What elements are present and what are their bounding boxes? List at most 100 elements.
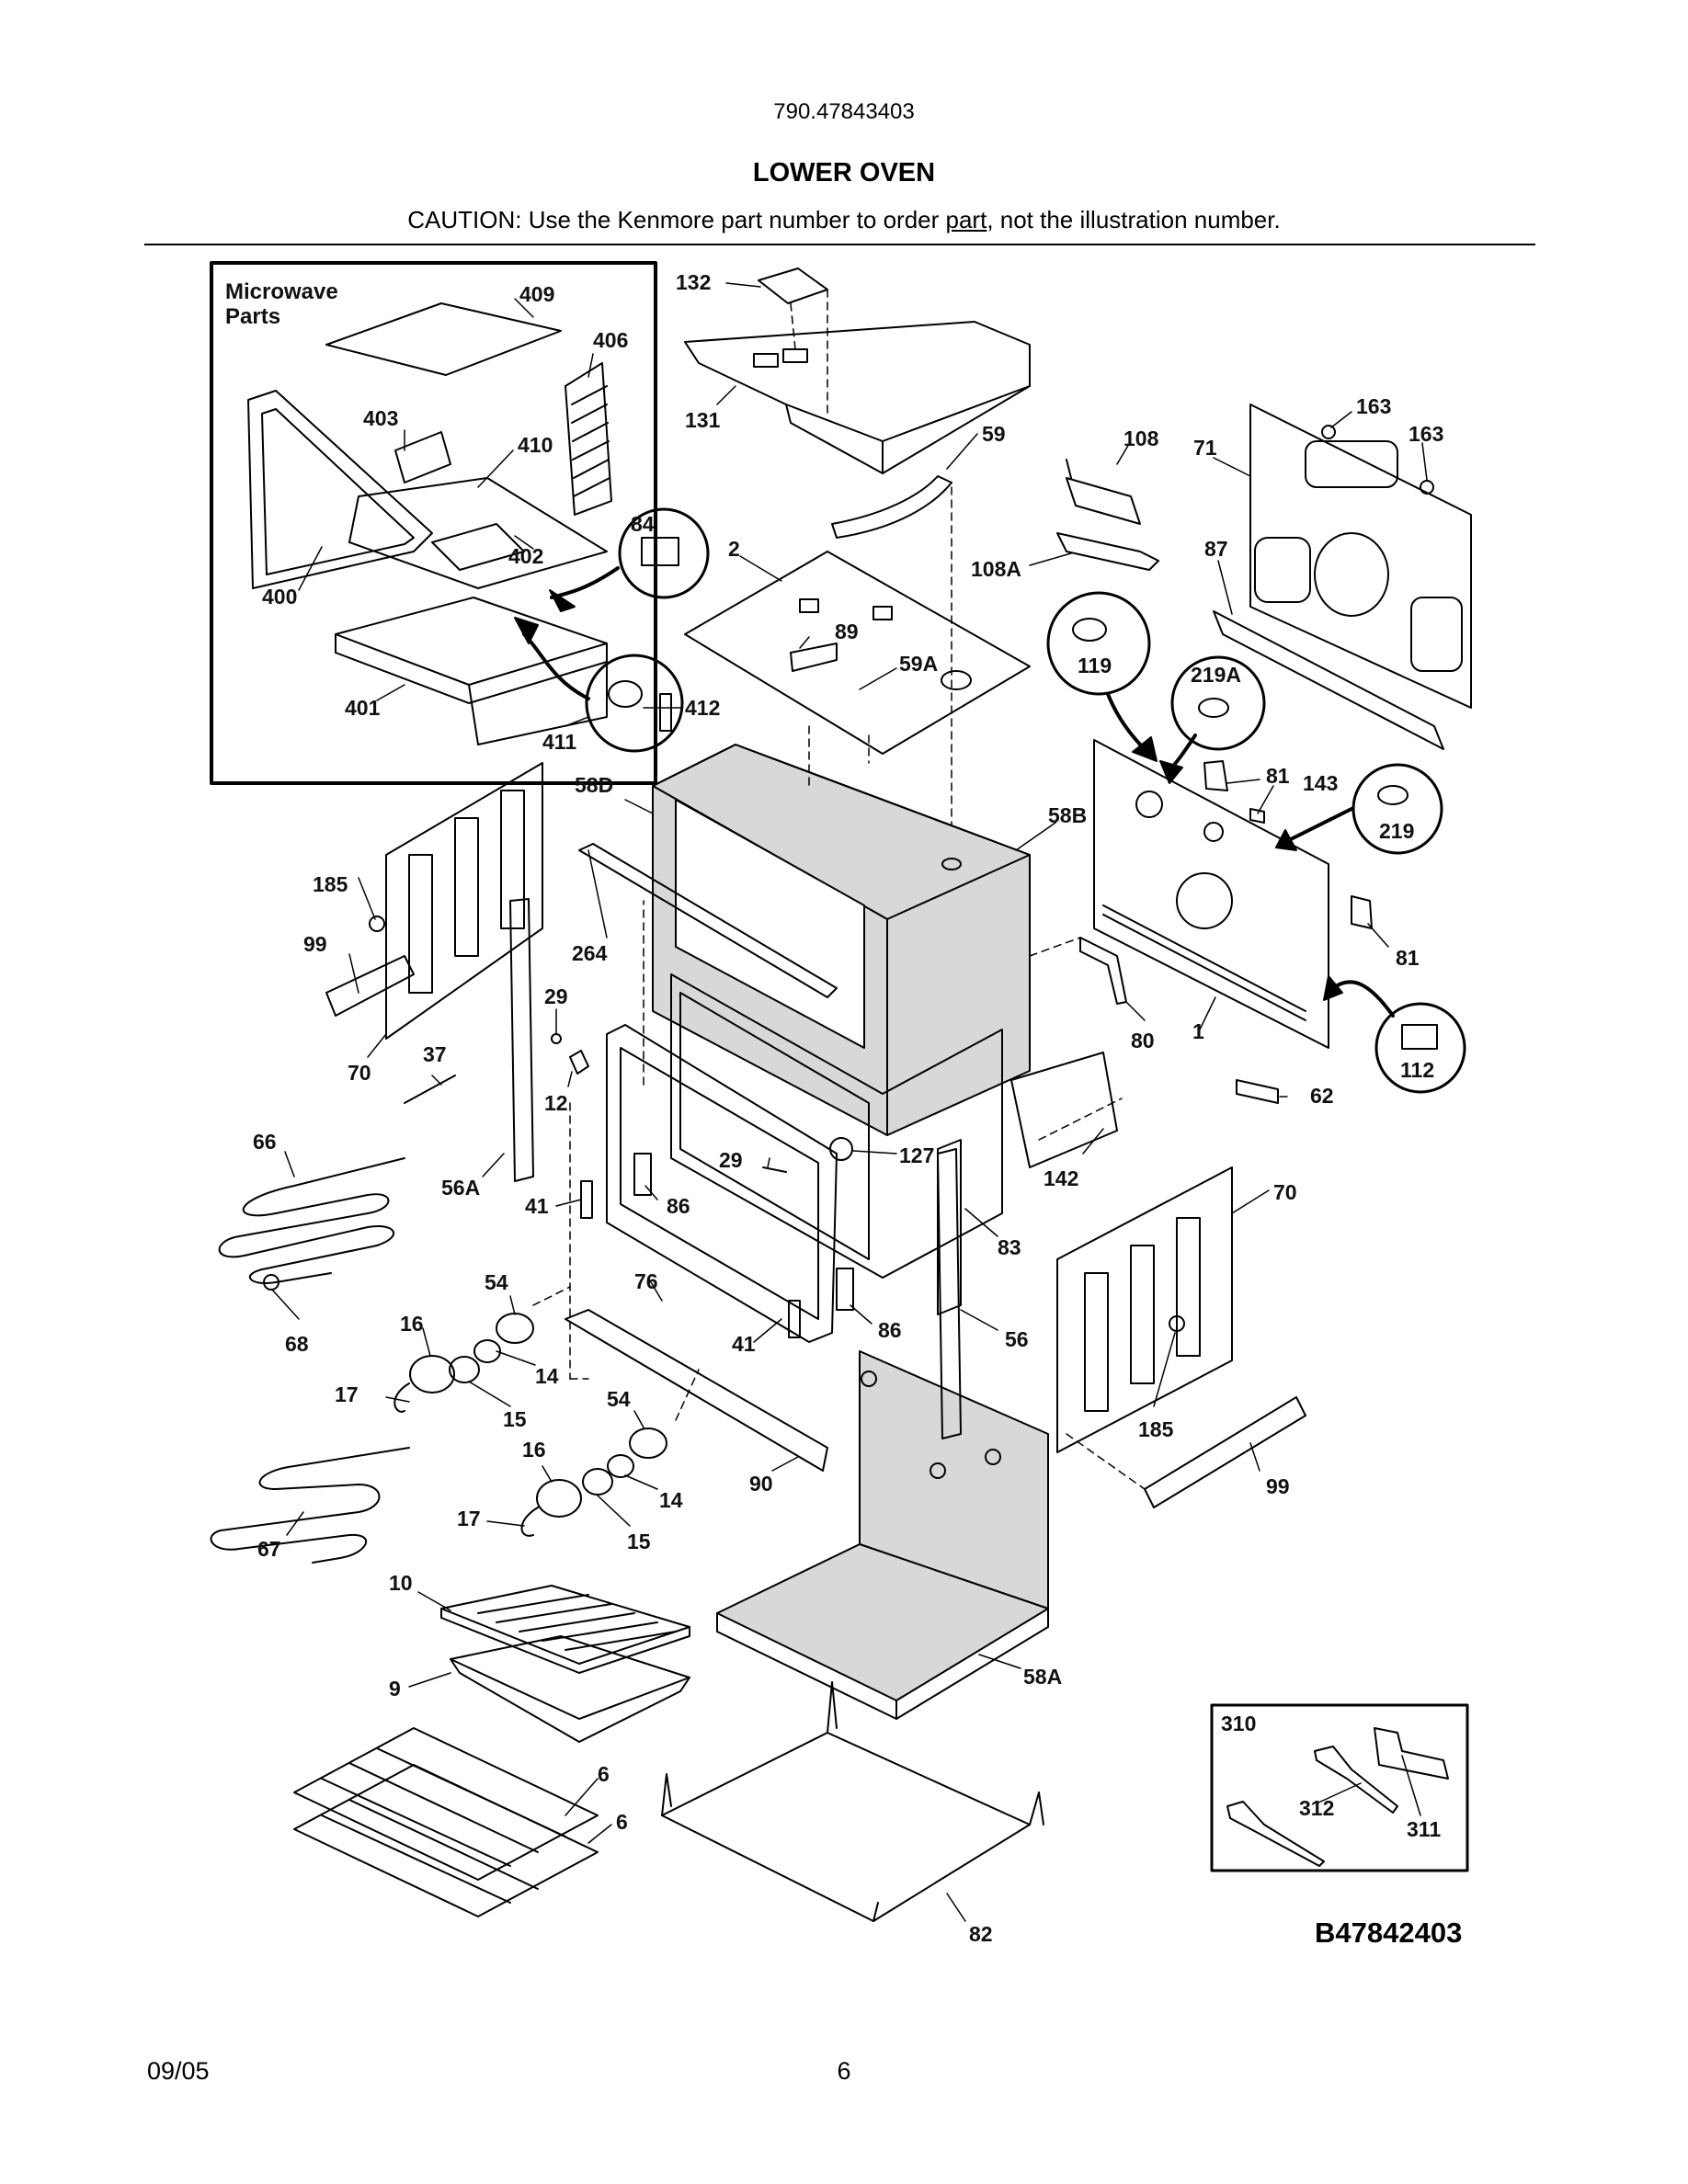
part-2-shape bbox=[684, 551, 1031, 755]
part-108A-shape bbox=[1056, 532, 1159, 571]
part-label-84: 84 bbox=[631, 512, 655, 536]
microwave-parts-box bbox=[210, 261, 657, 785]
part-label-14b: 14 bbox=[659, 1488, 683, 1512]
part-76-shape bbox=[606, 1024, 838, 1343]
part-80-shape bbox=[1079, 937, 1127, 1005]
part-54b-shape bbox=[629, 1428, 667, 1459]
part-29a-shape bbox=[551, 1033, 562, 1044]
part-15b-shape bbox=[582, 1468, 613, 1496]
drawing-reference: B47842403 bbox=[1315, 1917, 1463, 1949]
header-rule bbox=[144, 244, 1535, 245]
part-401-shape bbox=[335, 597, 608, 745]
part-label-401: 401 bbox=[345, 696, 381, 720]
microwave-box-title-2: Parts bbox=[225, 304, 280, 329]
part-127-shape bbox=[829, 1137, 853, 1161]
part-131-shape bbox=[684, 321, 1031, 474]
part-311-shape bbox=[1374, 1727, 1449, 1780]
part-71-shape bbox=[1249, 404, 1472, 709]
part-6-shape bbox=[293, 1727, 599, 1917]
part-label-56: 56 bbox=[1005, 1327, 1029, 1351]
part-400-shape bbox=[247, 390, 433, 589]
part-label-54b: 54 bbox=[607, 1387, 631, 1411]
part-58B-58D-shape bbox=[652, 744, 1031, 1136]
part-label-132: 132 bbox=[676, 270, 711, 294]
part-label-143: 143 bbox=[1303, 771, 1338, 795]
part-312b-shape bbox=[1226, 1801, 1325, 1867]
part-label-411: 411 bbox=[542, 730, 576, 754]
part-58A-shape bbox=[716, 1350, 1049, 1720]
part-67-shape bbox=[210, 1447, 410, 1564]
part-label-66: 66 bbox=[253, 1130, 277, 1154]
caution-text-1: CAUTION: Use the Kenmore part number to … bbox=[407, 206, 946, 233]
part-label-87: 87 bbox=[1204, 537, 1228, 561]
part-label-311: 311 bbox=[1407, 1817, 1441, 1841]
part-label-58D: 58D bbox=[575, 773, 613, 797]
part-label-41a: 41 bbox=[525, 1194, 549, 1218]
part-312-shape bbox=[1314, 1746, 1398, 1814]
part-41b-shape bbox=[788, 1300, 801, 1338]
part-label-16a: 16 bbox=[400, 1312, 424, 1336]
part-90-shape bbox=[565, 1309, 828, 1472]
part-label-89: 89 bbox=[835, 620, 859, 643]
part-411-callout bbox=[585, 654, 684, 753]
part-label-127: 127 bbox=[899, 1143, 934, 1167]
part-label-185a: 185 bbox=[313, 872, 348, 896]
part-label-76: 76 bbox=[634, 1269, 658, 1293]
part-81a-shape bbox=[1203, 760, 1228, 791]
part-label-70a: 70 bbox=[348, 1061, 371, 1085]
part-219A-callout bbox=[1170, 655, 1266, 751]
part-403-shape bbox=[394, 431, 451, 483]
part-label-58B: 58B bbox=[1048, 803, 1087, 827]
part-10-shape bbox=[440, 1585, 690, 1674]
part-label-131: 131 bbox=[685, 408, 721, 432]
part-56-shape bbox=[937, 1148, 962, 1439]
part-16b-shape bbox=[536, 1479, 582, 1518]
oven-cavity-shape bbox=[670, 973, 1003, 1279]
caution-underlined-word: part bbox=[945, 206, 987, 233]
page-number: 6 bbox=[837, 2057, 851, 2085]
part-41a-shape bbox=[580, 1180, 593, 1219]
part-label-86b: 86 bbox=[878, 1318, 902, 1342]
part-label-62: 62 bbox=[1310, 1084, 1334, 1108]
part-83-shape bbox=[937, 1139, 962, 1315]
part-label-9: 9 bbox=[389, 1677, 401, 1701]
part-17b-shape bbox=[520, 1507, 539, 1537]
part-70b-shape bbox=[1056, 1166, 1233, 1453]
part-142-shape bbox=[1010, 1052, 1118, 1168]
part-label-16b: 16 bbox=[522, 1438, 546, 1462]
part-12-shape bbox=[569, 1050, 589, 1075]
part-label-410: 410 bbox=[518, 433, 553, 457]
part-label-108A: 108A bbox=[971, 557, 1021, 581]
part-86a-shape bbox=[633, 1153, 652, 1196]
part-label-2: 2 bbox=[728, 537, 740, 561]
part-label-59A: 59A bbox=[899, 652, 938, 676]
part-99a-shape bbox=[325, 955, 415, 1017]
caution-text-2: , not the illustration number. bbox=[987, 206, 1281, 233]
part-label-15b: 15 bbox=[627, 1530, 651, 1553]
part-label-29b: 29 bbox=[719, 1148, 743, 1172]
part-label-90: 90 bbox=[749, 1472, 773, 1496]
part-99b-shape bbox=[1144, 1396, 1306, 1508]
part-14a-shape bbox=[473, 1339, 501, 1363]
part-143-shape bbox=[1249, 808, 1265, 824]
part-label-70b: 70 bbox=[1273, 1180, 1297, 1204]
part-label-412: 412 bbox=[685, 696, 720, 720]
part-label-99b: 99 bbox=[1266, 1474, 1290, 1498]
part-label-59: 59 bbox=[982, 422, 1006, 446]
part-label-185b: 185 bbox=[1138, 1417, 1174, 1441]
part-62-shape bbox=[1236, 1079, 1279, 1104]
part-label-81b: 81 bbox=[1396, 946, 1420, 970]
part-37-shape bbox=[404, 1075, 456, 1104]
part-86b-shape bbox=[836, 1268, 854, 1311]
part-label-1: 1 bbox=[1192, 1019, 1204, 1043]
part-1-shape bbox=[1093, 739, 1329, 1049]
part-label-29a: 29 bbox=[544, 984, 568, 1008]
part-label-54a: 54 bbox=[485, 1270, 508, 1294]
part-163a-shape bbox=[1321, 425, 1336, 439]
part-68-shape bbox=[263, 1274, 279, 1291]
part-56A-shape bbox=[509, 898, 534, 1182]
part-84-callout bbox=[618, 507, 710, 599]
part-label-219A: 219A bbox=[1191, 663, 1241, 687]
part-82-shape bbox=[661, 1681, 1044, 1922]
